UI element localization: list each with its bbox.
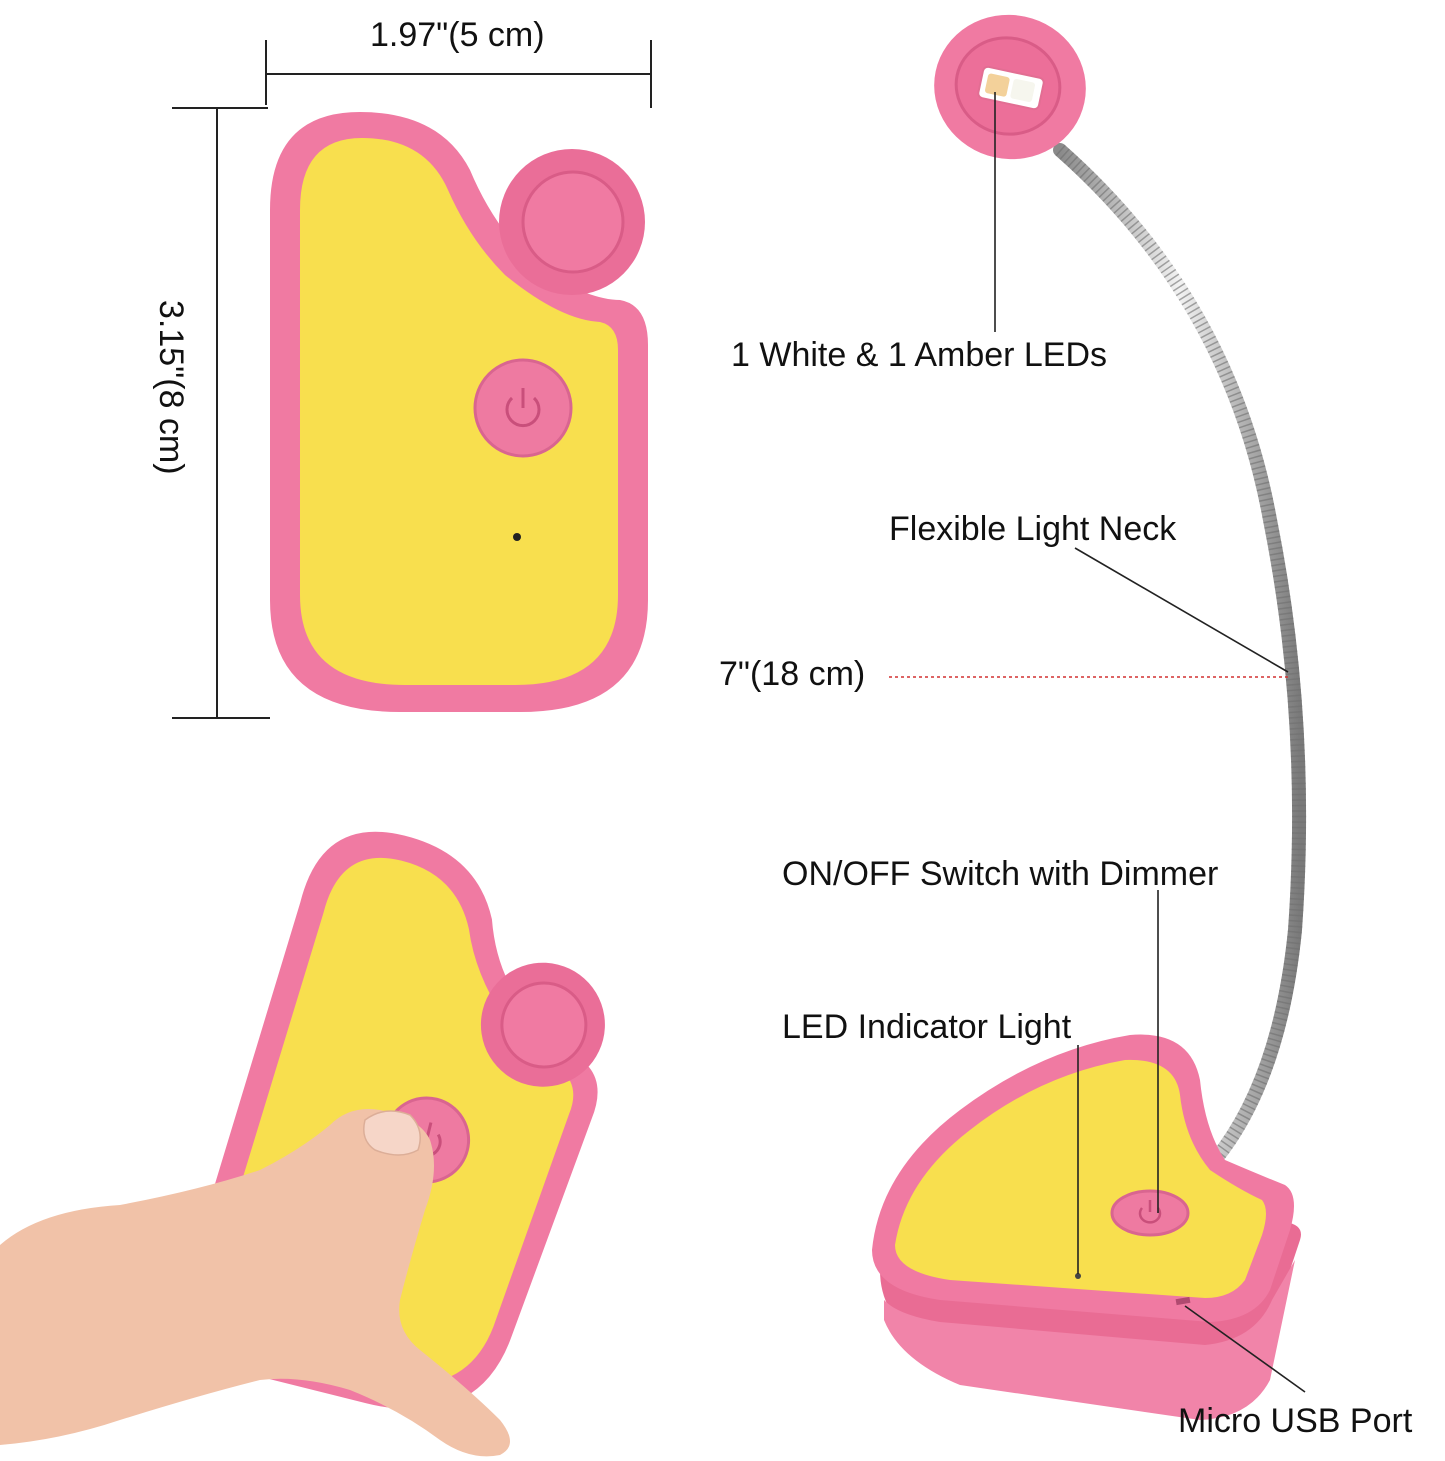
- switch-callout-label: ON/OFF Switch with Dimmer: [782, 855, 1219, 893]
- width-dimension-guide: [265, 40, 652, 108]
- base-yellow-face: [895, 1059, 1266, 1298]
- height-dimension-label: 3.15"(8 cm): [152, 300, 190, 475]
- neck-leader-line: [1074, 547, 1289, 673]
- length-callout-label: 7"(18 cm): [719, 655, 866, 693]
- clip-jaw: [884, 1260, 1295, 1420]
- width-dimension-label: 1.97"(5 cm): [370, 16, 545, 54]
- base-indicator-dot: [1075, 1273, 1081, 1279]
- front-yellow-face: [300, 138, 618, 685]
- clip-light-front-view: [270, 112, 648, 712]
- clip-light-in-hand: [0, 831, 605, 1457]
- power-icon: [1138, 1200, 1162, 1224]
- flexible-neck: [1053, 143, 1307, 1167]
- fingernail: [363, 1110, 421, 1156]
- amber-led: [985, 73, 1010, 97]
- usb-callout-label: Micro USB Port: [1178, 1402, 1413, 1440]
- hand: [0, 1109, 510, 1457]
- lamp-head: [934, 14, 1086, 160]
- power-icon: [505, 388, 541, 428]
- white-led: [1010, 78, 1036, 103]
- height-dimension-guide: [172, 107, 270, 719]
- indicator-callout-label: LED Indicator Light: [782, 1008, 1072, 1046]
- leds-callout-label: 1 White & 1 Amber LEDs: [731, 336, 1108, 374]
- neck-callout-label: Flexible Light Neck: [889, 510, 1177, 548]
- base-power-button: [1110, 1189, 1190, 1237]
- front-indicator-dot: [513, 533, 521, 541]
- micro-usb-port: [1175, 1296, 1191, 1306]
- callout-leader-lines: [994, 92, 1306, 1393]
- front-lamp-head-inner: [521, 170, 625, 274]
- clip-light-full-view: [872, 14, 1307, 1420]
- usb-leader-line: [1184, 1305, 1306, 1393]
- clip-base: [872, 1034, 1301, 1420]
